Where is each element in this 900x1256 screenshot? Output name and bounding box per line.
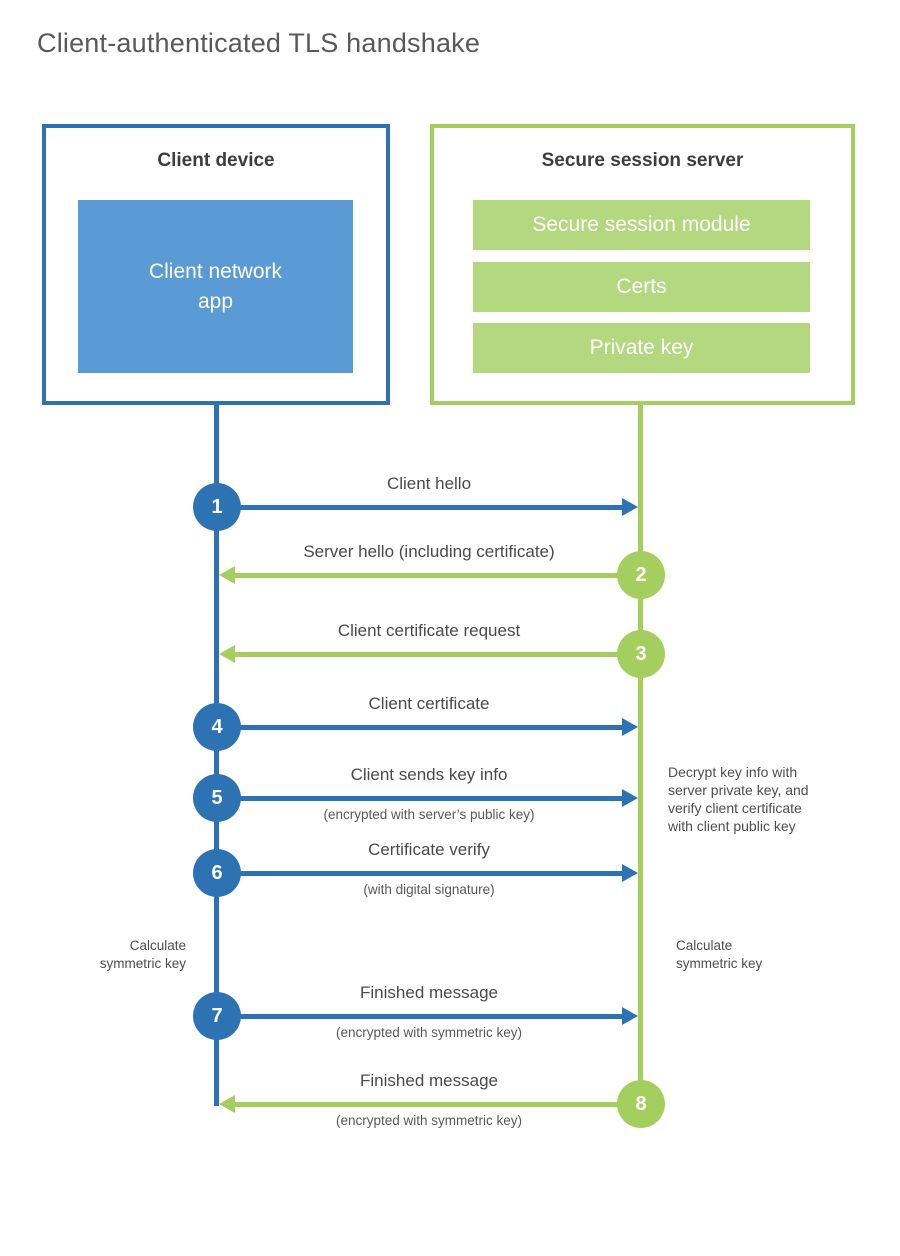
arrow-line-7 xyxy=(217,1013,624,1019)
message-sublabel: (encrypted with server’s public key) xyxy=(323,807,535,822)
step-circle-8: 8 xyxy=(617,1080,665,1128)
arrow-line-8 xyxy=(234,1101,641,1107)
arrow-line-4 xyxy=(217,724,624,730)
message-sublabel: (encrypted with symmetric key) xyxy=(335,1025,523,1040)
message-label: Client sends key info xyxy=(350,765,508,784)
calculate-symmetric-key-note-server: Calculate symmetric key xyxy=(676,938,763,971)
certs-box: Certs xyxy=(473,262,810,312)
server-lifeline xyxy=(638,405,643,1106)
step-circle-2: 2 xyxy=(617,551,665,599)
arrow-line-5 xyxy=(217,795,624,801)
arrowhead-icon xyxy=(622,789,638,807)
step-circle-5: 5 xyxy=(193,774,241,822)
arrowhead-icon xyxy=(219,566,235,584)
message-label: Client certificate xyxy=(368,694,490,713)
message-label: Certificate verify xyxy=(368,840,490,859)
arrow-line-1 xyxy=(217,504,624,510)
message-label: Finished message xyxy=(360,983,498,1002)
secure-session-module-box: Secure session module xyxy=(473,200,810,250)
client-network-app-box: Client network app xyxy=(78,200,353,373)
message-sublabel: (with digital signature) xyxy=(363,882,495,897)
private-key-box: Private key xyxy=(473,323,810,373)
arrowhead-icon xyxy=(622,864,638,882)
arrowhead-icon xyxy=(219,645,235,663)
step-circle-6: 6 xyxy=(193,849,241,897)
arrowhead-icon xyxy=(622,498,638,516)
calculate-symmetric-key-note-client: Calculate symmetric key xyxy=(99,938,186,971)
page-title: Client-authenticated TLS handshake xyxy=(37,28,481,58)
step-circle-1: 1 xyxy=(193,483,241,531)
step-circle-4: 4 xyxy=(193,703,241,751)
message-label: Client certificate request xyxy=(337,621,521,640)
message-sublabel: (encrypted with symmetric key) xyxy=(335,1113,523,1128)
arrow-line-2 xyxy=(234,572,641,578)
arrowhead-icon xyxy=(219,1095,235,1113)
message-label: Client hello xyxy=(386,474,472,493)
message-label: Finished message xyxy=(360,1071,498,1090)
client-device-title: Client device xyxy=(157,150,275,171)
message-label: Server hello (including certificate) xyxy=(303,542,555,561)
step-circle-7: 7 xyxy=(193,992,241,1040)
arrowhead-icon xyxy=(622,1007,638,1025)
arrowhead-icon xyxy=(622,718,638,736)
decrypt-note: Decrypt key info with server private key… xyxy=(668,764,809,834)
secure-session-server-title: Secure session server xyxy=(541,150,744,171)
step-circle-3: 3 xyxy=(617,630,665,678)
arrow-line-6 xyxy=(217,870,624,876)
arrow-line-3 xyxy=(234,651,641,657)
client-lifeline xyxy=(214,405,219,1106)
